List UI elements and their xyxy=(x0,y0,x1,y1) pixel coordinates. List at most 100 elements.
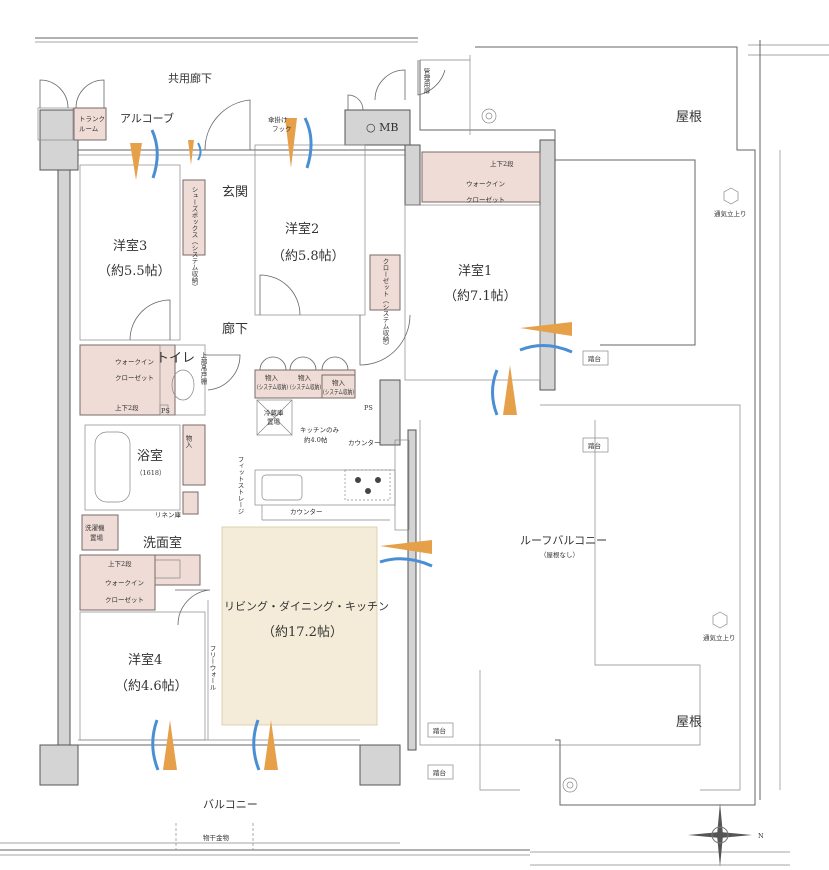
airflow-in-icon xyxy=(264,720,278,770)
storage-right xyxy=(321,374,356,399)
label-common-corridor: 共用廊下 xyxy=(168,71,212,85)
wic-bedroom4 xyxy=(79,554,156,611)
label-bedroom1-size: （約7.1帖） xyxy=(444,289,517,304)
stove-icon xyxy=(344,469,391,501)
label-step: 踏台 xyxy=(588,354,601,363)
ps-box xyxy=(159,404,169,416)
mb-door[interactable] xyxy=(374,69,406,101)
label-shoes-box: シューズボックス（システム収納） xyxy=(190,186,198,290)
ldk-floor xyxy=(221,526,378,726)
bedroom1 xyxy=(404,204,541,381)
step xyxy=(427,722,454,738)
label-entrance: 玄関 xyxy=(222,185,248,200)
label-vent-2: 通気立上り xyxy=(703,633,736,642)
label-wic1-shelf: 上下2段 xyxy=(490,159,514,168)
airflow-in-icon xyxy=(130,143,142,180)
label-washroom: 洗面室 xyxy=(143,535,182,551)
balcony-railing xyxy=(0,823,790,866)
bathtub-icon xyxy=(94,431,131,503)
airflow-out-icon xyxy=(197,142,202,161)
label-storage: 物入 xyxy=(298,373,312,382)
step xyxy=(582,437,609,453)
linen-storage xyxy=(182,491,199,515)
label-balcony: バルコニー xyxy=(203,798,258,811)
airflow-out-icon xyxy=(150,129,159,179)
label-system-storage: (システム収納) xyxy=(290,382,321,391)
drain-icon xyxy=(481,108,497,124)
label-upper-cabinet: 上部吊戸棚 xyxy=(199,351,207,386)
admin-door[interactable] xyxy=(417,60,446,96)
label-fit-storage: フィットストレージ xyxy=(236,456,244,515)
bedroom1-door[interactable] xyxy=(359,314,411,366)
drain-icon xyxy=(562,777,578,793)
entrance-door[interactable] xyxy=(204,99,251,151)
trunk-room[interactable] xyxy=(73,107,107,141)
label-bedroom4: 洋室4 xyxy=(128,652,162,668)
balcony-window[interactable] xyxy=(394,439,410,531)
trunk-door[interactable] xyxy=(75,79,105,109)
label-wic4: ウォークイン xyxy=(105,579,144,587)
label-wic1: ウォークイン xyxy=(466,180,505,188)
airflow-in-icon xyxy=(503,365,517,415)
label-system-storage: (システム収納) xyxy=(257,382,288,391)
label-wic1-closet: クローゼット xyxy=(466,195,505,204)
toilet-room xyxy=(159,344,206,416)
label-washer-2: 置場 xyxy=(90,533,104,542)
airflow-in-icon xyxy=(520,322,572,336)
label-bedroom2-size: （約5.8帖） xyxy=(272,249,345,264)
north-label: N xyxy=(758,832,764,840)
trunk-door[interactable] xyxy=(39,79,69,109)
airflow-out-icon xyxy=(491,369,499,416)
label-bath-size: （1618） xyxy=(136,469,166,477)
label-storage: 物入 xyxy=(265,373,279,382)
label-fridge: 冷蔵庫 xyxy=(264,408,284,417)
label-step: 踏台 xyxy=(588,441,601,450)
label-ldk: リビング・ダイニング・キッチン xyxy=(224,599,389,613)
label-closet-bedroom2: クローゼット（システム収納） xyxy=(381,258,389,349)
label-system-storage: (システム収納) xyxy=(323,387,354,396)
bedroom4 xyxy=(79,611,206,741)
vent-icon xyxy=(723,187,739,205)
storage-doors[interactable] xyxy=(259,356,349,371)
label-corridor: 廊下 xyxy=(222,321,248,337)
label-storage-bath: 物入 xyxy=(184,434,192,449)
label-ps-kitchen: PS xyxy=(364,404,373,412)
airflow-in-icon xyxy=(285,118,297,168)
bedroom3-door[interactable] xyxy=(129,299,171,341)
airflow-out-icon xyxy=(151,719,160,771)
label-ldk-size: （約17.2帖） xyxy=(262,625,343,640)
label-wic4-shelf: 上下2段 xyxy=(108,559,132,568)
airflow-out-icon xyxy=(252,719,261,771)
label-kitchen-size: 約4.0帖 xyxy=(304,435,328,444)
label-roof: 屋根 xyxy=(676,110,702,125)
label-step: 踏台 xyxy=(433,726,446,735)
label-counter-2: カウンター xyxy=(290,507,323,516)
wic-bedroom1 xyxy=(421,151,541,203)
label-alcove: アルコーブ xyxy=(120,111,174,125)
mb-door[interactable] xyxy=(347,94,364,111)
label-wic4-closet: クローゼット xyxy=(105,595,144,604)
step xyxy=(427,764,454,780)
vent-icon xyxy=(712,611,728,629)
label-bedroom2: 洋室2 xyxy=(285,221,319,237)
bedroom4-door[interactable] xyxy=(175,589,211,626)
label-fridge-2: 置場 xyxy=(267,417,281,426)
label-umbrella-hook-2: フック xyxy=(272,125,292,133)
toilet-door[interactable] xyxy=(205,354,241,391)
label-washer: 洗濯機 xyxy=(85,523,105,532)
label-wic3: ウォークイン xyxy=(115,358,154,366)
storage-bath xyxy=(182,424,206,486)
bathroom xyxy=(84,424,181,511)
label-roof-balcony-note: （屋根なし） xyxy=(540,550,579,559)
label-kitchen-only: キッチンのみ xyxy=(300,426,340,434)
label-bedroom4-size: （約4.6帖） xyxy=(115,679,188,694)
label-step: 踏台 xyxy=(433,768,446,777)
shoes-box xyxy=(182,179,206,256)
closet-bedroom2 xyxy=(369,254,401,311)
bedroom2-door[interactable] xyxy=(259,274,301,316)
label-wic3-shelf: 上下2段 xyxy=(115,403,139,412)
label-counter: カウンター xyxy=(348,438,381,447)
label-admin-door: 管理用扉 xyxy=(422,67,430,96)
label-storage: 物入 xyxy=(332,378,346,387)
